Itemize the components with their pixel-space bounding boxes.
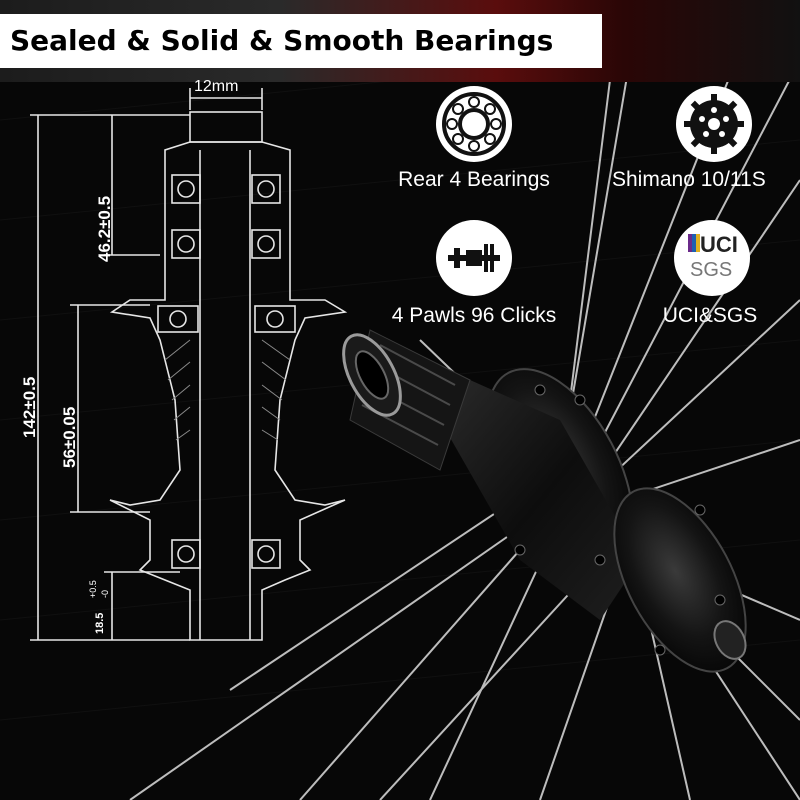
uci-sgs-logo-icon: UCI SGS — [674, 220, 750, 296]
dimension-label-flange: 56±0.05 — [60, 406, 79, 468]
feature-label-shimano: Shimano 10/11S — [612, 168, 766, 191]
svg-text:UCI: UCI — [700, 232, 738, 257]
width-dimension-label: 12mm — [194, 78, 239, 95]
tolerance-upper: +0.5 — [88, 580, 98, 598]
feature-label-uci-sgs: UCI&SGS — [662, 304, 758, 327]
svg-text:SGS: SGS — [690, 259, 732, 281]
feature-label-bearings: Rear 4 Bearings — [398, 168, 550, 191]
header-banner: Sealed & Solid & Smooth Bearings — [0, 0, 800, 82]
hub-body — [342, 329, 747, 673]
dimension-label-upper: 46.2±0.5 — [95, 195, 114, 262]
feature-label-pawls: 4 Pawls 96 Clicks — [391, 304, 557, 327]
banner-title: Sealed & Solid & Smooth Bearings — [0, 14, 602, 68]
tolerance-lower: -0 — [100, 589, 110, 598]
dimension-label-lower: 18.5 — [94, 612, 106, 634]
freehub-axle-icon — [436, 220, 512, 296]
bearing-icon — [436, 86, 512, 162]
cassette-gear-icon — [676, 86, 752, 162]
dimension-label-overall: 142±0.5 — [20, 376, 39, 438]
hub-technical-drawing — [30, 88, 348, 641]
